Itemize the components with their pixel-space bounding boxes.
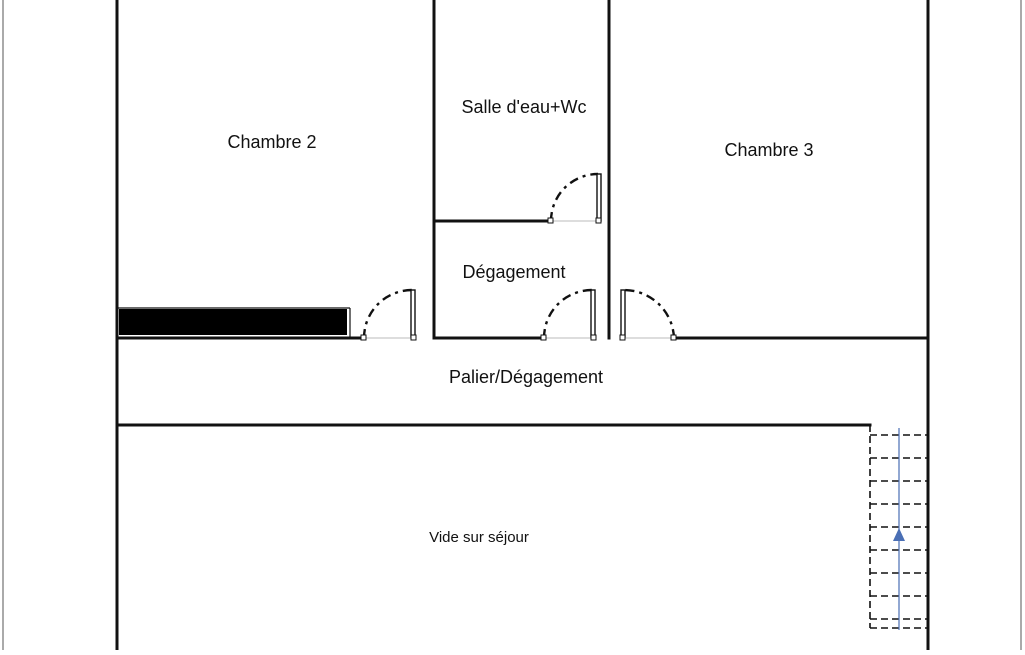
label-vide-sejour: Vide sur séjour: [429, 529, 529, 546]
staircase: [869, 425, 928, 630]
closet-block: [119, 309, 347, 335]
door-salle-eau: [547, 172, 602, 224]
door-degagement: [540, 288, 597, 341]
door-chambre-3: [619, 288, 677, 341]
label-chambre-3: Chambre 3: [724, 140, 813, 160]
label-chambre-2: Chambre 2: [227, 132, 316, 152]
label-salle-eau: Salle d'eau+Wc: [461, 97, 586, 117]
label-palier: Palier/Dégagement: [449, 367, 603, 387]
door-chambre-2: [360, 288, 417, 341]
label-degagement: Dégagement: [462, 262, 565, 282]
stair-arrow-head: [893, 528, 905, 541]
